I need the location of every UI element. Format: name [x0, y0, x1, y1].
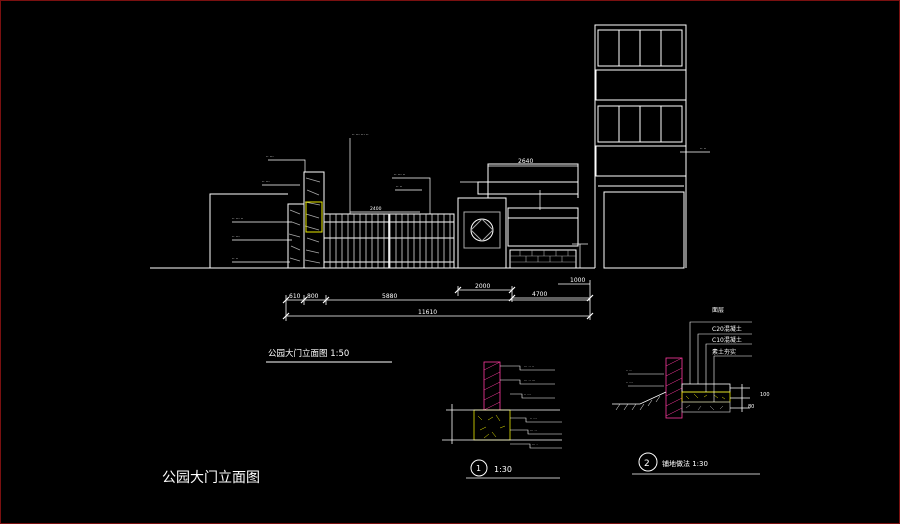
dim-5880: 5880 [382, 293, 397, 300]
note-8: ·· ·· [396, 184, 402, 189]
detail-1: ··· ·· ·· ··· ·· ··· ·· ··· ·· ··· ··· ·… [442, 361, 562, 449]
layer-0: 面层 [712, 307, 724, 314]
note-1: ·· ··· [266, 154, 274, 159]
detail-2-marker [638, 452, 658, 472]
main-view-caption: 公园大门立面图 1:50 [268, 348, 349, 359]
detail-1-scale: 1:30 [494, 465, 512, 474]
svg-text:··· ··: ··· ·· [530, 429, 537, 433]
detail-1-leaders [500, 365, 562, 449]
guard-house-outline [487, 163, 579, 198]
svg-text:·· ···: ·· ··· [626, 381, 633, 385]
canopy [477, 181, 579, 195]
main-elevation [150, 24, 710, 321]
note-2: ·· ··· [262, 179, 270, 184]
svg-text:··· ·· ··: ··· ·· ·· [524, 365, 534, 369]
dim-80: 80 [748, 404, 754, 410]
dim-1000: 1000 [570, 277, 585, 284]
dim-2000: 2000 [475, 283, 490, 290]
vertical-dims [539, 190, 588, 268]
dim-100: 100 [760, 392, 770, 398]
guard-window [507, 207, 579, 247]
dimension-texts: 2640 2400 2000 4700 1000 610 800 5880 11… [289, 158, 585, 316]
dim-4700: 4700 [532, 291, 547, 298]
left-low-wall [209, 193, 288, 268]
note-4: ·· ··· [232, 234, 240, 239]
note-7: ·· ··· ·· [394, 172, 405, 177]
emblem-panel [463, 211, 501, 249]
dim-2640: 2640 [518, 158, 533, 165]
stone-column [303, 171, 325, 269]
dim-610: 610 [289, 293, 301, 300]
name-plaque [305, 201, 323, 233]
detail-2-caption: 铺地做法 1:30 [662, 459, 708, 468]
detail-2: ·· ·· ·· ··· [612, 321, 752, 419]
note-9: ·· ·· [700, 146, 706, 151]
svg-text:··· ·· ···: ··· ·· ··· [524, 379, 535, 383]
dim-800: 800 [307, 293, 319, 300]
adjacent-building [594, 24, 687, 269]
footing-section [473, 409, 511, 441]
dim-2400: 2400 [370, 206, 382, 212]
svg-text:·· ···: ·· ··· [530, 417, 537, 421]
leader-lines [232, 138, 710, 263]
svg-text:·· ···: ·· ··· [524, 393, 531, 397]
svg-text:·· ··: ·· ·· [626, 369, 632, 373]
detail-2-number: 2 [644, 459, 650, 469]
layer-3: 素土夯实 [712, 348, 736, 356]
gate-post [457, 197, 507, 269]
gate-bars [329, 214, 451, 268]
note-3: ·· ··· ·· [232, 216, 243, 221]
dim-11610: 11610 [418, 309, 437, 316]
sheet-title: 公园大门立面图 [162, 470, 260, 486]
note-6: ·· ··· ··· ·· [352, 132, 369, 137]
layer-1: C20混凝土 [712, 325, 742, 333]
svg-text:··· ·: ··· · [532, 443, 538, 447]
brick-base [509, 249, 577, 269]
detail-2-leaders [628, 321, 752, 402]
small-annotations: ·· ··· ·· ··· ·· ··· ·· ·· ··· ·· ·· ·· … [232, 132, 706, 261]
stone-hatch [288, 177, 321, 264]
detail-2-layer-labels: 面层 C20混凝土 C10混凝土 素土夯实 100 80 [712, 307, 770, 410]
detail-1-marker [470, 459, 488, 477]
detail-1-number: 1 [476, 464, 481, 473]
layer-2: C10混凝土 [712, 336, 742, 344]
note-5: ·· ·· [232, 256, 238, 261]
